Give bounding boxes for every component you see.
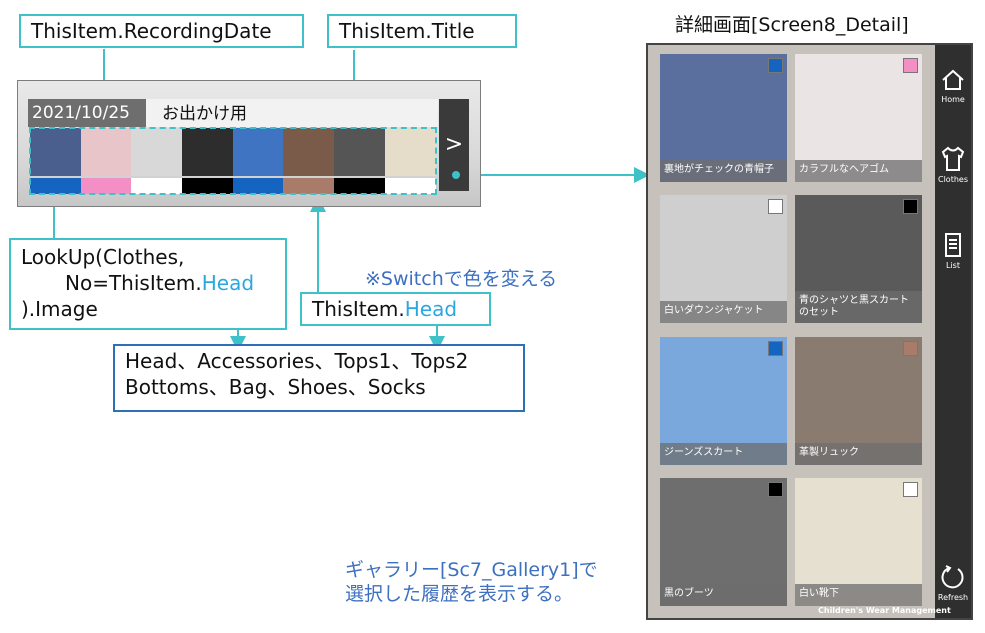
nav-list-label: List — [946, 261, 960, 270]
categories-line-1: Head、Accessories、Tops1、Tops2 — [125, 349, 469, 373]
color-chip — [903, 482, 918, 497]
clothes-thumbnail — [232, 128, 284, 176]
title-callout: ThisItem.Title — [327, 14, 517, 48]
card-caption: ジーンズスカート — [660, 443, 787, 465]
categories-line-2: Bottoms、Bag、Shoes、Socks — [125, 375, 426, 399]
nav-clothes-label: Clothes — [938, 175, 968, 184]
nav-refresh-label: Refresh — [937, 593, 969, 602]
clothes-thumbnail — [334, 128, 385, 176]
card-caption: 革製リュック — [795, 443, 922, 465]
color-swatch — [384, 178, 436, 194]
clothes-thumbnail — [384, 128, 436, 176]
clothes-card[interactable]: カラフルなヘアゴム — [795, 54, 922, 182]
side-nav: Home Clothes List Refresh — [935, 45, 971, 618]
nav-clothes[interactable]: Clothes — [935, 145, 971, 184]
lookup-line-2-prefix: No=ThisItem. — [65, 271, 202, 295]
color-chip — [768, 341, 783, 356]
card-caption: 黒のブーツ — [660, 584, 787, 606]
color-swatch — [80, 178, 132, 194]
card-caption: カラフルなヘアゴム — [795, 160, 922, 182]
clothes-thumbnail — [283, 128, 335, 176]
nav-home-label: Home — [941, 95, 965, 104]
gallery-item[interactable]: 2021/10/25 お出かけ用 > — [17, 80, 481, 207]
clothes-card[interactable]: 裏地がチェックの青帽子 — [660, 54, 787, 182]
color-swatch — [334, 178, 385, 194]
refresh-icon — [941, 565, 964, 589]
color-chip — [768, 199, 783, 214]
switch-note: ※Switchで色を変える — [365, 268, 558, 290]
list-icon — [945, 233, 961, 257]
color-swatch — [30, 178, 81, 194]
gallery-item-title: お出かけ用 — [146, 99, 438, 127]
card-caption: 白いダウンジャケット — [660, 301, 787, 323]
nav-list[interactable]: List — [935, 231, 971, 270]
color-chip — [768, 58, 783, 73]
nav-home[interactable]: Home — [935, 67, 971, 104]
color-swatch — [131, 178, 183, 194]
card-caption: 裏地がチェックの青帽子 — [660, 160, 787, 182]
head-label-prefix: ThisItem. — [312, 297, 405, 321]
categories-box: Head、Accessories、Tops1、Tops2 Bottoms、Bag… — [113, 344, 525, 412]
card-caption: 白い靴下 — [795, 584, 922, 606]
detail-screen: 裏地がチェックの青帽子カラフルなヘアゴム白いダウンジャケット青のシャツと黒スカー… — [646, 43, 973, 620]
clothes-thumbnail — [131, 128, 183, 176]
color-swatch — [232, 178, 284, 194]
recording-date-value: 2021/10/25 — [28, 99, 146, 127]
color-chip — [903, 199, 918, 214]
color-chip — [903, 341, 918, 356]
shirt-icon — [941, 146, 965, 171]
gallery-note-line-1: ギャラリー[Sc7_Gallery1]で — [345, 559, 598, 581]
clothes-card[interactable]: ジーンズスカート — [660, 337, 787, 465]
recording-date-label: ThisItem.RecordingDate — [31, 19, 272, 43]
card-caption: 青のシャツと黒スカートのセット — [795, 291, 922, 323]
clothes-thumbnail — [80, 128, 132, 176]
gallery-note-line-2: 選択した履歴を表示する。 — [345, 583, 574, 605]
head-callout: ThisItem.Head — [300, 292, 491, 326]
clothes-thumbnails — [30, 128, 436, 176]
clothes-thumbnail — [30, 128, 81, 176]
clothes-card[interactable]: 白い靴下 — [795, 478, 922, 606]
selection-dot — [452, 171, 460, 179]
color-swatch — [283, 178, 335, 194]
footer-text: Children's Wear Management — [818, 606, 951, 615]
clothes-card[interactable]: 青のシャツと黒スカートのセット — [795, 195, 922, 323]
lookup-line-1: LookUp(Clothes, — [21, 245, 185, 269]
clothes-thumbnail — [182, 128, 233, 176]
title-label: ThisItem.Title — [339, 19, 475, 43]
head-label-highlight: Head — [404, 297, 458, 321]
lookup-callout: LookUp(Clothes, No=ThisItem.Head ).Image — [9, 238, 287, 330]
selection-outline — [29, 127, 437, 195]
home-icon — [942, 69, 964, 90]
lookup-line-2-highlight: Head — [201, 271, 255, 295]
lookup-line-3: ).Image — [21, 297, 98, 321]
lookup-line-2: No=ThisItem.Head — [21, 270, 275, 296]
screen-title: 詳細画面[Screen8_Detail] — [675, 14, 909, 36]
gallery-note: ギャラリー[Sc7_Gallery1]で 選択した履歴を表示する。 — [345, 558, 598, 606]
color-swatches — [30, 178, 436, 194]
color-swatch — [182, 178, 233, 194]
color-chip — [768, 482, 783, 497]
nav-refresh[interactable]: Refresh — [935, 563, 971, 602]
recording-date-callout: ThisItem.RecordingDate — [19, 14, 304, 48]
color-chip — [903, 58, 918, 73]
clothes-card[interactable]: 白いダウンジャケット — [660, 195, 787, 323]
clothes-card[interactable]: 革製リュック — [795, 337, 922, 465]
clothes-card[interactable]: 黒のブーツ — [660, 478, 787, 606]
